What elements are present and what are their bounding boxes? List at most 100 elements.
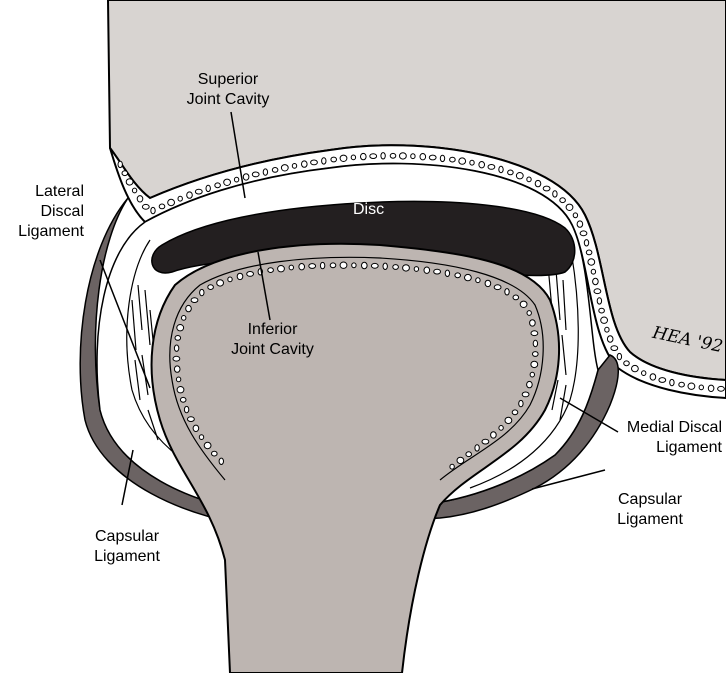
trabecular-pore: [445, 270, 449, 276]
trabecular-pore: [177, 325, 184, 331]
capsular-right-line1: Capsular: [590, 490, 710, 510]
trabecular-pore: [126, 179, 133, 185]
trabecular-pore: [414, 267, 418, 272]
trabecular-pore: [224, 179, 231, 185]
trabecular-pore: [560, 198, 566, 203]
trabecular-pore: [679, 382, 685, 387]
trabecular-pore: [522, 392, 529, 397]
trabecular-pore: [219, 458, 223, 464]
trabecular-pore: [527, 381, 533, 387]
trabecular-pore: [180, 397, 186, 402]
trabecular-pore: [566, 204, 573, 210]
trabecular-pore: [268, 268, 274, 273]
capsular-right-line2: Ligament: [590, 510, 710, 530]
trabecular-pore: [450, 157, 456, 162]
trabecular-pore: [588, 259, 595, 265]
trabecular-pore: [708, 385, 714, 391]
trabecular-pore: [533, 352, 539, 357]
trabecular-pore: [597, 298, 601, 304]
trabecular-pore: [475, 445, 479, 451]
medial-discal-line2: Ligament: [590, 438, 722, 458]
trabecular-pore: [191, 298, 198, 303]
trabecular-pore: [718, 386, 725, 391]
trabecular-pore: [611, 346, 618, 351]
trabecular-pore: [688, 383, 695, 389]
trabecular-pore: [208, 285, 214, 290]
inferior-joint-cavity-line1: Inferior: [210, 320, 335, 340]
inferior-joint-cavity-line2: Joint Cavity: [210, 340, 335, 360]
trabecular-pore: [479, 162, 485, 168]
trabecular-pore: [390, 153, 396, 158]
trabecular-pore: [455, 273, 461, 278]
trabecular-pore: [584, 240, 588, 246]
trabecular-pore: [330, 263, 336, 268]
trabecular-pore: [383, 263, 387, 269]
trabecular-pore: [278, 266, 285, 272]
trabecular-pore: [591, 269, 595, 274]
capsular-ligament-right-label: Capsular Ligament: [590, 490, 710, 530]
trabecular-pore: [450, 464, 454, 469]
trabecular-pore: [482, 439, 489, 444]
trabecular-pore: [420, 154, 426, 160]
trabecular-pore: [508, 170, 514, 175]
trabecular-pore: [322, 158, 326, 164]
trabecular-pore: [252, 172, 259, 177]
trabecular-pore: [586, 250, 592, 255]
trabecular-pore: [470, 160, 474, 165]
trabecular-pore: [309, 264, 316, 269]
lateral-discal-line1: Lateral: [0, 182, 84, 202]
trabecular-pore: [520, 301, 527, 307]
trabecular-pore: [272, 168, 278, 173]
trabecular-pore: [607, 336, 613, 342]
trabecular-pore: [519, 400, 523, 406]
trabecular-pore: [513, 295, 519, 300]
capsular-left-line1: Capsular: [72, 527, 182, 547]
trabecular-pore: [174, 366, 180, 372]
trabecular-pore: [491, 432, 497, 438]
trabecular-pore: [142, 204, 149, 209]
trabecular-pore: [642, 371, 646, 376]
trabecular-pore: [299, 264, 305, 270]
lateral-discal-ligament-label: Lateral Discal Ligament: [0, 182, 84, 242]
medial-discal-ligament-label: Medial Discal Ligament: [590, 418, 722, 458]
lateral-discal-line2: Discal: [0, 202, 84, 222]
trabecular-pore: [217, 280, 224, 286]
trabecular-pore: [530, 320, 536, 326]
trabecular-pore: [212, 451, 218, 456]
trabecular-pore: [193, 425, 199, 431]
trabecular-pore: [659, 378, 666, 383]
trabecular-pore: [476, 278, 480, 283]
trabecular-pore: [599, 308, 605, 313]
trabecular-pore: [263, 169, 267, 175]
trabecular-pore: [393, 265, 399, 270]
trabecular-pore: [530, 372, 534, 377]
trabecular-pore: [499, 426, 503, 431]
trabecular-pore: [605, 327, 609, 332]
trabecular-pore: [527, 311, 531, 316]
trabecular-pore: [527, 177, 531, 182]
trabecular-pore: [176, 377, 180, 382]
trabecular-pore: [543, 186, 550, 191]
trabecular-pore: [434, 269, 441, 274]
trabecular-pore: [151, 207, 155, 213]
trabecular-pore: [188, 417, 195, 422]
trabecular-pore: [535, 180, 541, 186]
trabecular-pore: [331, 157, 337, 162]
inferior-joint-cavity-label: Inferior Joint Cavity: [210, 320, 335, 360]
trabecular-pore: [177, 387, 184, 393]
trabecular-pore: [204, 442, 211, 448]
trabecular-pore: [292, 164, 296, 169]
trabecular-pore: [302, 161, 308, 167]
trabecular-pore: [531, 331, 538, 336]
trabecular-pore: [617, 353, 621, 359]
capsular-ligament-left-label: Capsular Ligament: [72, 527, 182, 567]
superior-joint-cavity-line1: Superior: [163, 70, 293, 90]
trabecular-pore: [459, 158, 466, 164]
trabecular-pore: [577, 221, 583, 227]
trabecular-pore: [371, 263, 378, 268]
trabecular-pore: [531, 361, 538, 367]
trabecular-pore: [320, 262, 324, 268]
trabecular-pore: [137, 196, 143, 202]
trabecular-pore: [699, 385, 703, 390]
